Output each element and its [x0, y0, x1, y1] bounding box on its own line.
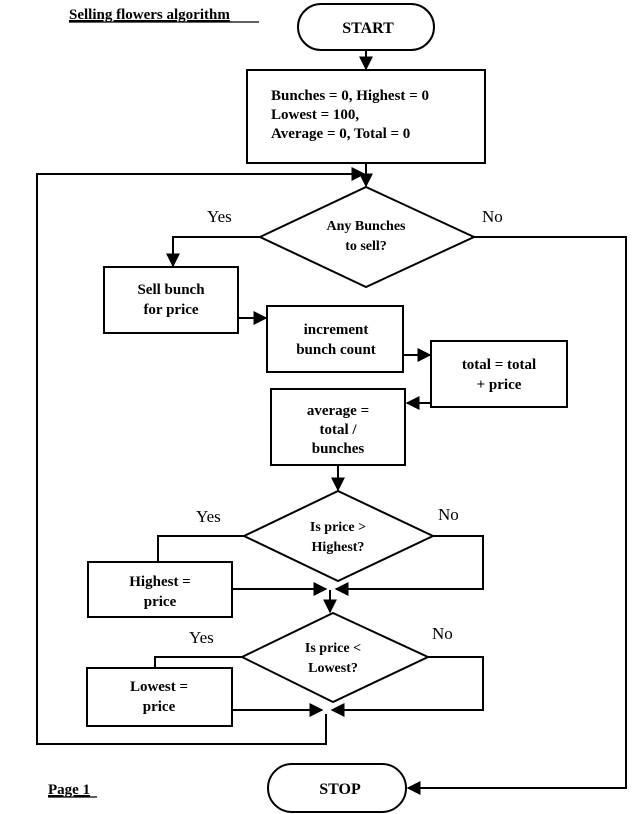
sell-line-2: for price — [143, 302, 198, 318]
page-footer: Page 1 — [48, 782, 90, 798]
init-line-3: Average = 0, Total = 0 — [271, 126, 410, 142]
decision-lowest-line-2: Lowest? — [308, 661, 358, 676]
init-line-2: Lowest = 100, — [271, 107, 359, 123]
total-line-1: total = total — [462, 357, 536, 373]
decision-any-bunches — [257, 185, 477, 289]
arrow-no-stop — [406, 236, 627, 795]
decision-any-line-2: to sell? — [345, 239, 387, 254]
stop-label: STOP — [319, 781, 361, 798]
sell-line-1: Sell bunch — [137, 282, 205, 298]
arrow-no-lowest — [330, 656, 484, 717]
init-line-1: Bunches = 0, Highest = 0 — [271, 88, 429, 104]
start-label: START — [342, 20, 394, 37]
increment-line-2: bunch count — [296, 342, 376, 358]
increment-box — [266, 305, 404, 373]
average-line-1: average = — [307, 403, 369, 419]
stop-terminal — [267, 763, 407, 813]
lowest-line-2: price — [143, 699, 176, 715]
highest-box — [87, 561, 233, 618]
arrow-no-highest — [334, 535, 484, 596]
decision-highest-line-1: Is price > — [310, 520, 366, 535]
total-line-2: + price — [477, 377, 522, 393]
no-label-lowest: No — [432, 624, 453, 643]
lowest-box — [86, 667, 233, 727]
arrow-yes-lowest — [154, 656, 242, 667]
yes-label-highest: Yes — [196, 507, 221, 526]
average-line-2: total / — [319, 422, 357, 438]
no-label-any: No — [482, 207, 503, 226]
lowest-line-1: Lowest = — [130, 679, 188, 695]
increment-line-1: increment — [304, 322, 369, 338]
yes-label-lowest: Yes — [189, 628, 214, 647]
yes-label-any: Yes — [207, 207, 232, 226]
init-box — [246, 69, 486, 164]
arrow-yes-sell — [166, 236, 260, 268]
average-line-3: bunches — [312, 441, 365, 457]
total-box — [430, 340, 568, 408]
decision-any-line-1: Any Bunches — [327, 219, 407, 234]
diagram-title: Selling flowers algorithm — [69, 7, 230, 23]
decision-highest-line-2: Highest? — [312, 540, 365, 555]
highest-line-1: Highest = — [129, 574, 190, 590]
decision-lowest — [239, 611, 431, 704]
arrow-yes-highest — [157, 535, 244, 561]
loop-back-line — [36, 167, 366, 745]
highest-line-2: price — [144, 594, 177, 610]
decision-lowest-line-1: Is price < — [305, 641, 361, 656]
decision-highest — [241, 489, 436, 583]
sell-bunch-box — [103, 266, 239, 334]
average-box — [270, 388, 406, 466]
no-label-highest: No — [438, 505, 459, 524]
